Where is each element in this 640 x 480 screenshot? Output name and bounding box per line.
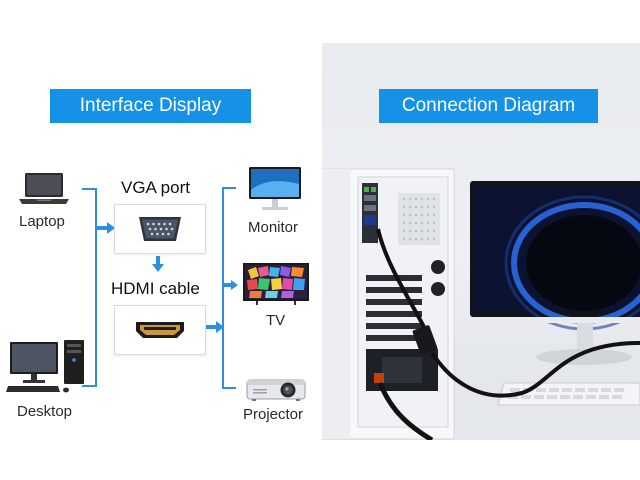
hdmi-port-icon — [136, 322, 184, 338]
desktop-computer-icon — [6, 340, 84, 393]
connection-diagram-banner: Connection Diagram — [379, 89, 598, 123]
source-bracket-top — [82, 188, 97, 190]
connection-scene — [322, 168, 640, 440]
laptop-icon — [19, 173, 69, 204]
output-bracket-top — [222, 187, 236, 189]
monitor-icon — [249, 167, 301, 210]
scene-pc-case — [322, 168, 455, 440]
tv-icon — [243, 263, 309, 305]
output-label-projector: Projector — [243, 406, 304, 423]
output-label-tv: TV — [266, 312, 286, 329]
scene-monitor — [470, 181, 640, 365]
arrow-down-icon — [152, 256, 164, 272]
source-label-laptop: Laptop — [19, 213, 65, 230]
arrow-right-icon — [224, 280, 238, 290]
projector-icon — [246, 379, 306, 401]
vga-port-label: VGA port — [121, 178, 190, 197]
output-bracket-vertical — [222, 187, 224, 389]
output-bracket-bottom — [222, 387, 236, 389]
connection-diagram-title: Connection Diagram — [401, 95, 576, 116]
arrow-right-icon — [206, 321, 224, 333]
interface-display-title: Interface Display — [79, 95, 222, 116]
interface-display-banner: Interface Display — [50, 89, 251, 123]
hdmi-cable-label: HDMI cable — [111, 279, 200, 298]
vga-port-icon — [139, 217, 181, 241]
vga-port-card — [114, 204, 206, 254]
hdmi-port-card — [114, 305, 206, 355]
source-label-desktop: Desktop — [17, 403, 73, 420]
arrow-right-icon — [97, 222, 115, 234]
source-bracket-bottom — [82, 385, 97, 387]
output-label-monitor: Monitor — [248, 219, 299, 236]
source-bracket-vertical — [95, 188, 97, 387]
